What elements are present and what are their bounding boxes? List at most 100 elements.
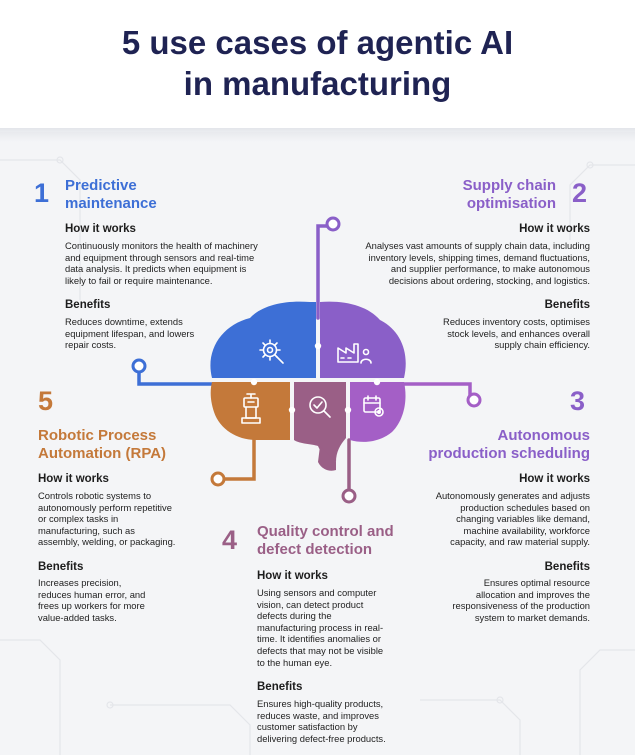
text-line: Autonomously generates and adjusts <box>435 490 590 501</box>
text-line: value-added tasks. <box>38 611 117 623</box>
text-line: Ensures optimal resource <box>483 577 590 588</box>
node-2 <box>325 216 341 232</box>
text-line: time. It identifies anomalies or <box>257 633 382 645</box>
section-1-heading-line-2: maintenance <box>65 195 157 212</box>
brain-lobe-blue <box>210 301 316 378</box>
section-3-heading: Autonomous production scheduling <box>380 427 590 463</box>
section-1-how-text: Continuously monitors the health of mach… <box>65 240 295 286</box>
text-line: to the human eye. <box>257 656 333 668</box>
text-line: data analysis. It predicts when equipmen… <box>65 263 247 275</box>
connector-5 <box>220 428 256 481</box>
section-2-heading-line-2: optimisation <box>466 195 556 212</box>
calendar-gear-icon <box>363 395 384 417</box>
text-line: defects that may not be visible <box>257 644 384 656</box>
text-line: defects during the <box>257 610 332 622</box>
section-5-how-text: Controls robotic systems to autonomously… <box>38 490 208 548</box>
text-line: machine availability, workforce <box>463 524 590 536</box>
connector-1 <box>137 368 220 386</box>
text-line: capacity, and raw material supply. <box>450 536 590 548</box>
section-4-heading: Quality control and defect detection <box>257 523 394 559</box>
section-3-benefits-text: Ensures optimal resource allocation and … <box>420 577 590 623</box>
text-line: Using sensors and computer <box>257 587 377 598</box>
text-line: customer satisfaction by <box>257 721 358 733</box>
text-line: supply chain efficiency. <box>494 339 590 351</box>
section-1-benefits-text: Reduces downtime, extends equipment life… <box>65 316 235 351</box>
section-1-how-label: How it works <box>65 223 136 235</box>
section-4-benefits-text: Ensures high-quality products, reduces w… <box>257 698 427 744</box>
text-line: decisions about ordering, stocking, and … <box>388 274 590 286</box>
text-line: Ensures high-quality products, <box>257 698 384 709</box>
text-line: allocation and improves the <box>475 588 590 600</box>
section-3-number: 3 <box>570 386 586 416</box>
section-3-heading-line-2: production scheduling <box>428 445 590 462</box>
section-4-how-label: How it works <box>257 570 328 582</box>
text-line: frees up workers for more <box>38 600 145 612</box>
section-5-benefits-text: Increases precision, reduces human error… <box>38 577 188 623</box>
text-line: assembly, welding, or packaging. <box>38 536 176 548</box>
section-4-heading-line-1: Quality control and <box>257 523 394 540</box>
section-4-how-text: Using sensors and computer vision, can d… <box>257 587 417 668</box>
text-line: vision, can detect product <box>257 598 364 610</box>
text-line: and equipment through sensors and real-t… <box>65 251 255 263</box>
text-line: manufacturing process in real- <box>257 621 384 633</box>
text-line: inventory levels, shipping times, demand… <box>368 251 590 263</box>
brain-lobe-orange <box>210 382 290 440</box>
text-line: delivering defect-free products. <box>257 732 386 744</box>
section-2-heading-line-1: Supply chain <box>462 177 556 194</box>
text-line: reduces waste, and improves <box>257 709 379 721</box>
section-4-heading-line-2: defect detection <box>257 541 373 558</box>
magnifier-check-icon <box>309 396 331 418</box>
section-2-benefits-label: Benefits <box>544 299 590 311</box>
connector-2 <box>316 224 331 320</box>
text-line: or complex tasks in <box>38 513 119 525</box>
page-title: 5 use cases of agentic AI in manufacturi… <box>0 22 635 104</box>
section-2-number: 2 <box>572 178 588 208</box>
section-4-number: 4 <box>222 525 238 555</box>
brain-lobe-violet <box>320 301 406 378</box>
text-line: Analyses vast amounts of supply chain da… <box>365 240 590 251</box>
text-line: and supplier performance, to make autono… <box>390 263 590 275</box>
section-3-how-text: Autonomously generates and adjusts produ… <box>400 490 590 548</box>
node-5 <box>210 471 226 487</box>
section-5-heading: Robotic Process Automation (RPA) <box>38 427 166 463</box>
brain-lobe-mauve <box>294 382 346 462</box>
section-3-heading-line-1: Autonomous <box>497 427 590 444</box>
section-4-benefits-label: Benefits <box>257 681 303 693</box>
section-5-number: 5 <box>38 386 54 416</box>
section-1-number: 1 <box>34 178 50 208</box>
section-5-heading-line-2: Automation (RPA) <box>38 445 167 462</box>
title-divider <box>0 128 635 142</box>
section-3-how-label: How it works <box>519 473 590 485</box>
text-line: reduces human error, and <box>38 588 146 600</box>
text-line: repair costs. <box>65 339 117 351</box>
text-line: Reduces downtime, extends <box>65 316 183 327</box>
title-line-2: in manufacturing <box>183 65 452 102</box>
section-1-heading: Predictive maintenance <box>65 177 157 213</box>
section-3-benefits-label: Benefits <box>544 561 590 573</box>
section-5-how-label: How it works <box>38 473 109 485</box>
title-band <box>0 0 635 132</box>
section-2-benefits-text: Reduces inventory costs, optimises stock… <box>390 316 590 351</box>
text-line: Continuously monitors the health of mach… <box>65 240 258 251</box>
gear-search-icon <box>259 339 284 364</box>
node-3 <box>466 392 482 408</box>
title-line-1: 5 use cases of agentic AI <box>121 24 514 61</box>
text-line: production schedules based on <box>460 501 590 513</box>
robot-arm-icon <box>241 393 261 424</box>
node-1 <box>131 358 147 374</box>
text-line: responsiveness of the production <box>452 600 590 612</box>
brain-stem <box>318 446 336 471</box>
text-line: equipment lifespan, and lowers <box>65 327 195 339</box>
node-4 <box>341 488 357 504</box>
section-2-how-text: Analyses vast amounts of supply chain da… <box>330 240 590 286</box>
text-line: Reduces inventory costs, optimises <box>443 316 590 327</box>
section-5-benefits-label: Benefits <box>38 561 84 573</box>
text-line: manufacturing, such as <box>38 524 135 536</box>
text-line: system to market demands. <box>474 611 590 623</box>
section-1-heading-line-1: Predictive <box>65 177 137 194</box>
text-line: stock levels, and enhances overall <box>447 327 590 339</box>
text-line: changing variables like demand, <box>456 513 590 525</box>
section-5-heading-line-1: Robotic Process <box>38 427 157 444</box>
text-line: Controls robotic systems to <box>38 490 152 501</box>
